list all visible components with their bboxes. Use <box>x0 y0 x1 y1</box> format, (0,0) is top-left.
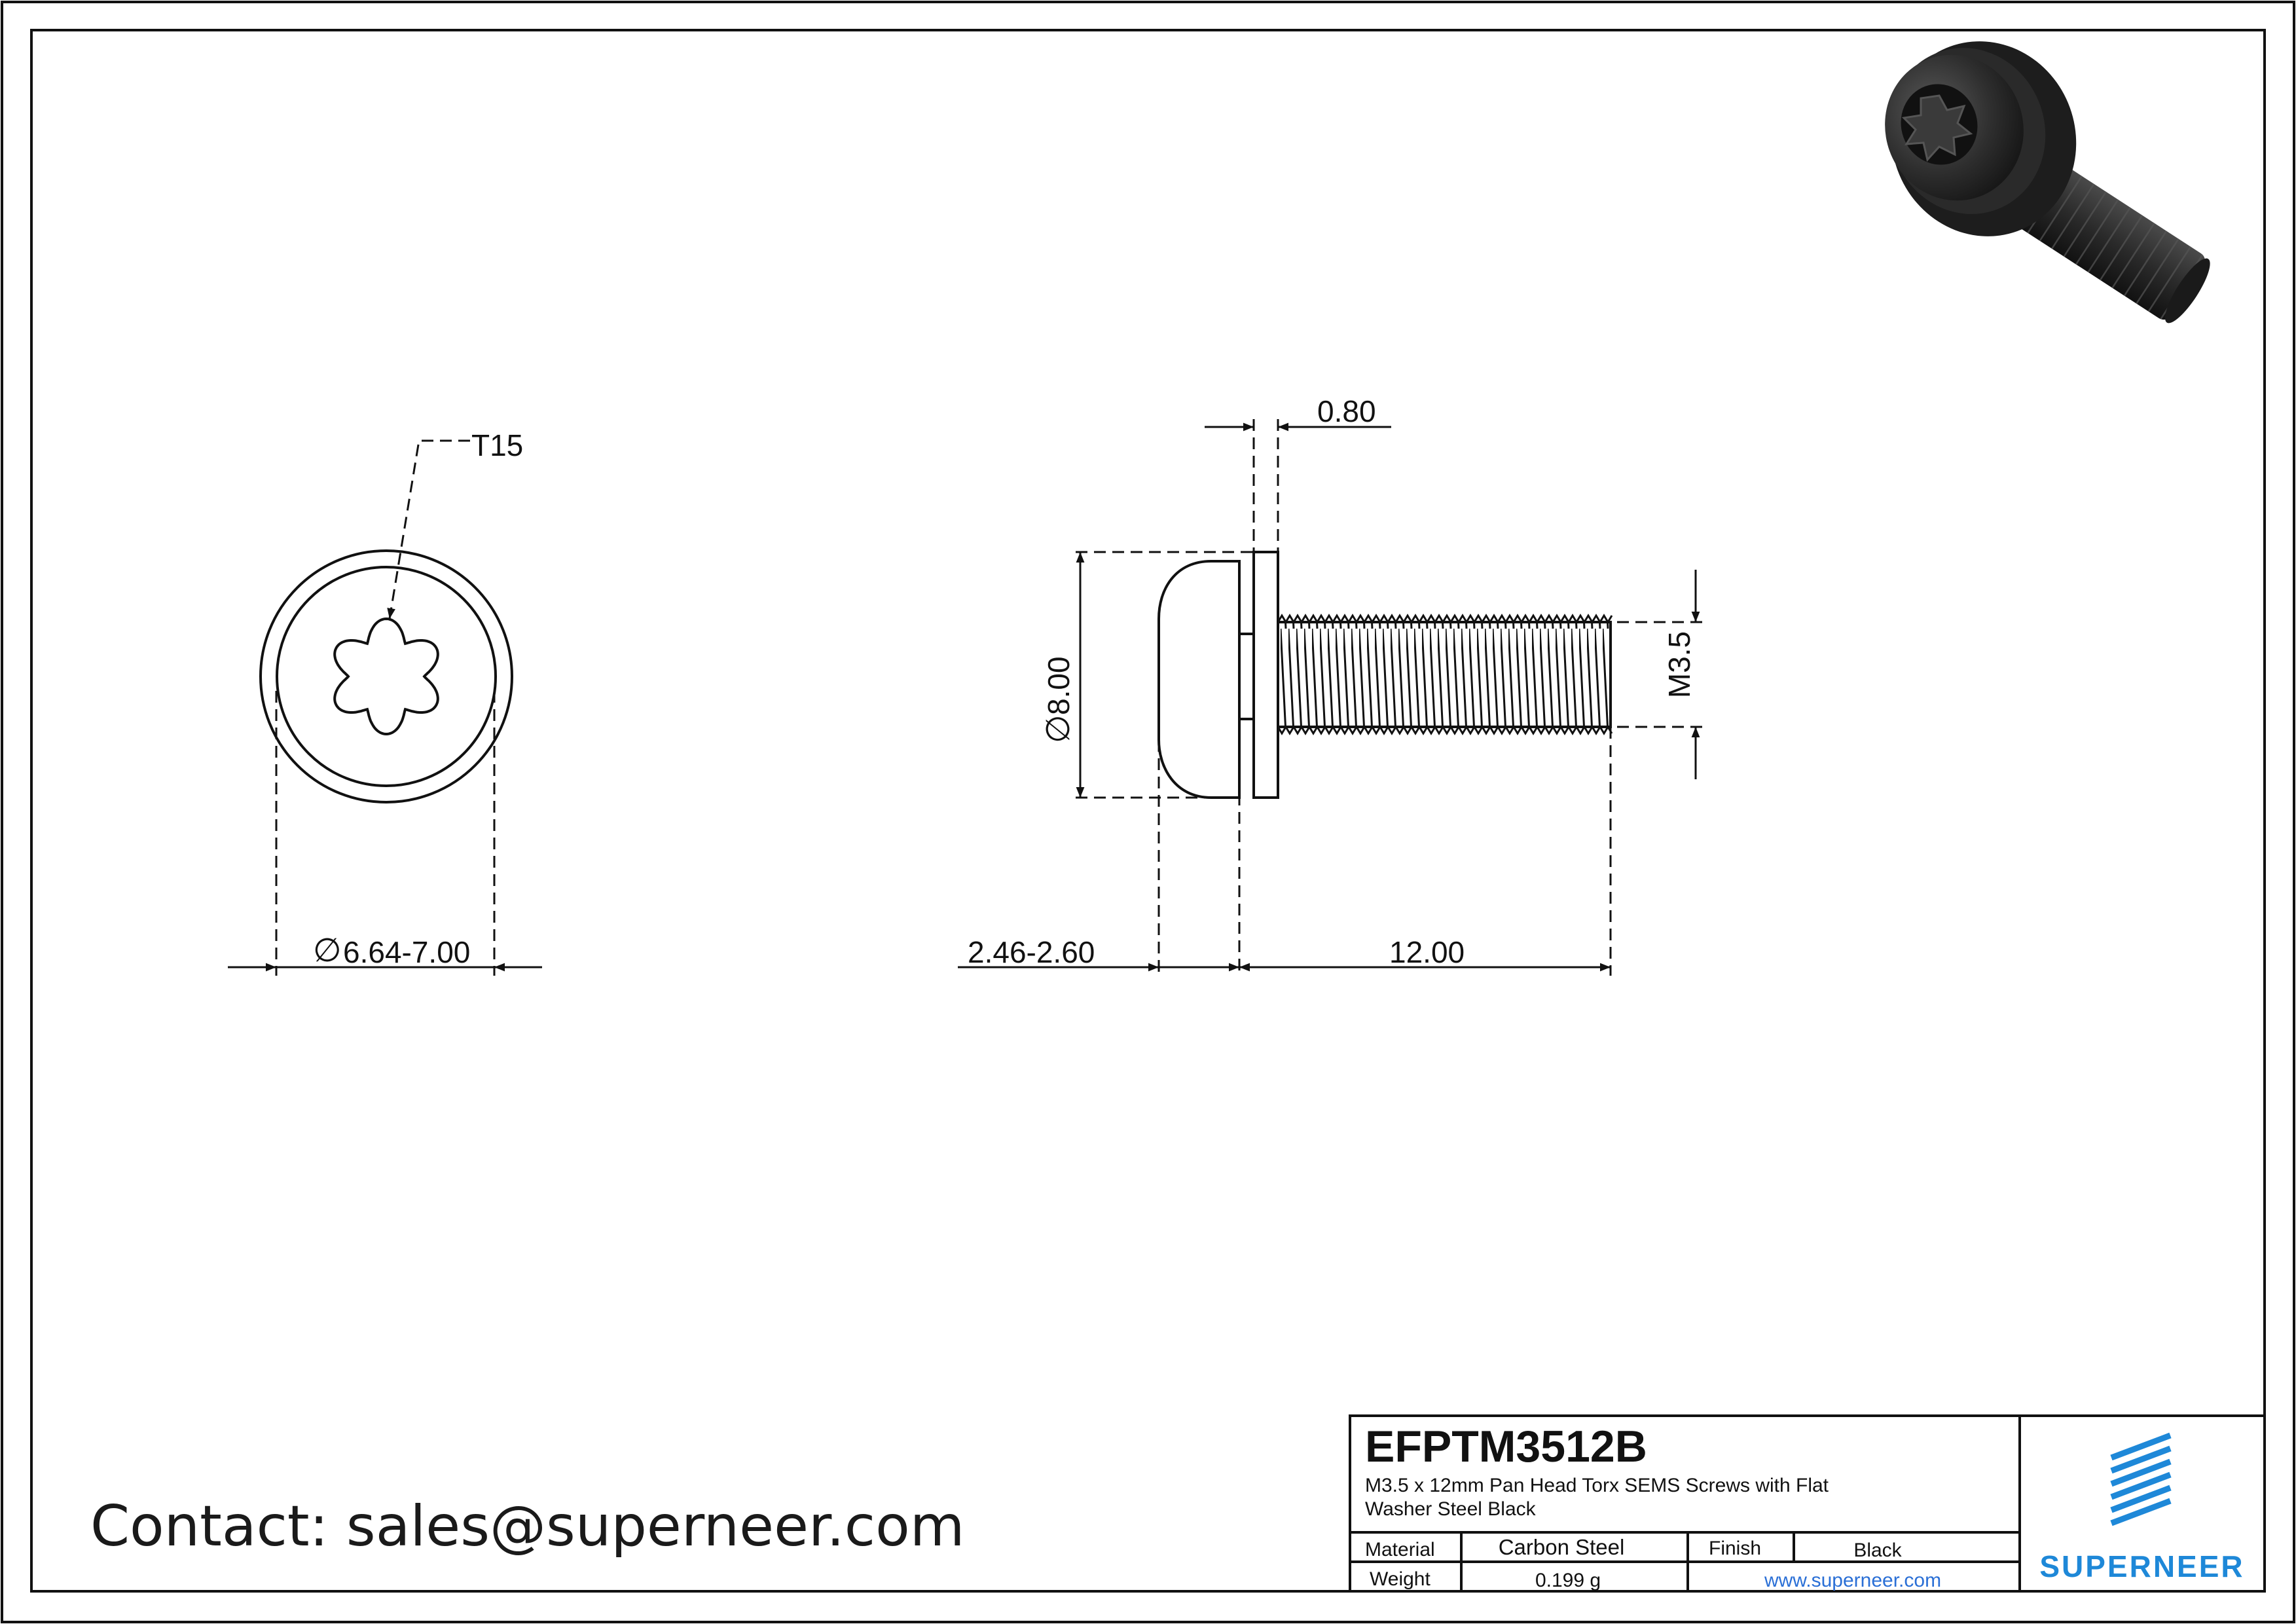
superneer-logo-icon <box>2110 1432 2172 1526</box>
washer-diameter-dim: 8.00 <box>1042 656 1076 715</box>
head-neck <box>1238 633 1255 720</box>
washer-thickness-dim: 0.80 <box>1317 394 1376 428</box>
material-value: Carbon Steel <box>1499 1535 1625 1559</box>
washer-profile <box>1252 551 1279 799</box>
material-label: Material <box>1365 1539 1435 1560</box>
brand-name: SUPERNEER <box>2039 1549 2244 1583</box>
torx-recess <box>333 617 439 736</box>
pan-head-profile <box>1157 560 1241 799</box>
description-line2: Washer Steel Black <box>1365 1498 1537 1520</box>
weight-value: 0.199 g <box>1535 1570 1601 1591</box>
length-dim: 12.00 <box>1389 935 1465 969</box>
head-outer-circle <box>259 549 513 803</box>
screw-3d-render <box>1885 41 2210 323</box>
thread-body <box>1277 621 1612 728</box>
washer-diameter-symbol: ∅ <box>1040 714 1076 743</box>
head-inner-circle <box>276 566 497 787</box>
drive-label: T15 <box>471 428 523 462</box>
part-number: EFPTM3512B <box>1365 1422 1647 1471</box>
side-view <box>958 419 1702 976</box>
head-diameter-symbol: ∅ <box>313 932 342 969</box>
finish-label: Finish <box>1709 1538 1761 1559</box>
thread-crests-bottom <box>1277 725 1613 735</box>
head-height-dim: 2.46-2.60 <box>968 935 1095 969</box>
weight-label: Weight <box>1370 1568 1430 1590</box>
thread-dim: M3.5 <box>1662 631 1696 698</box>
finish-value: Black <box>1853 1540 1902 1561</box>
contact-text: Contact: sales@superneer.com <box>90 1494 964 1559</box>
website-link[interactable]: www.superneer.com <box>1764 1570 1941 1591</box>
end-view <box>228 439 542 976</box>
head-diameter-dim: 6.64-7.00 <box>343 935 470 969</box>
description-line1: M3.5 x 12mm Pan Head Torx SEMS Screws wi… <box>1365 1475 1829 1496</box>
thread-crests-top <box>1277 614 1613 624</box>
title-block <box>1349 1414 2266 1593</box>
